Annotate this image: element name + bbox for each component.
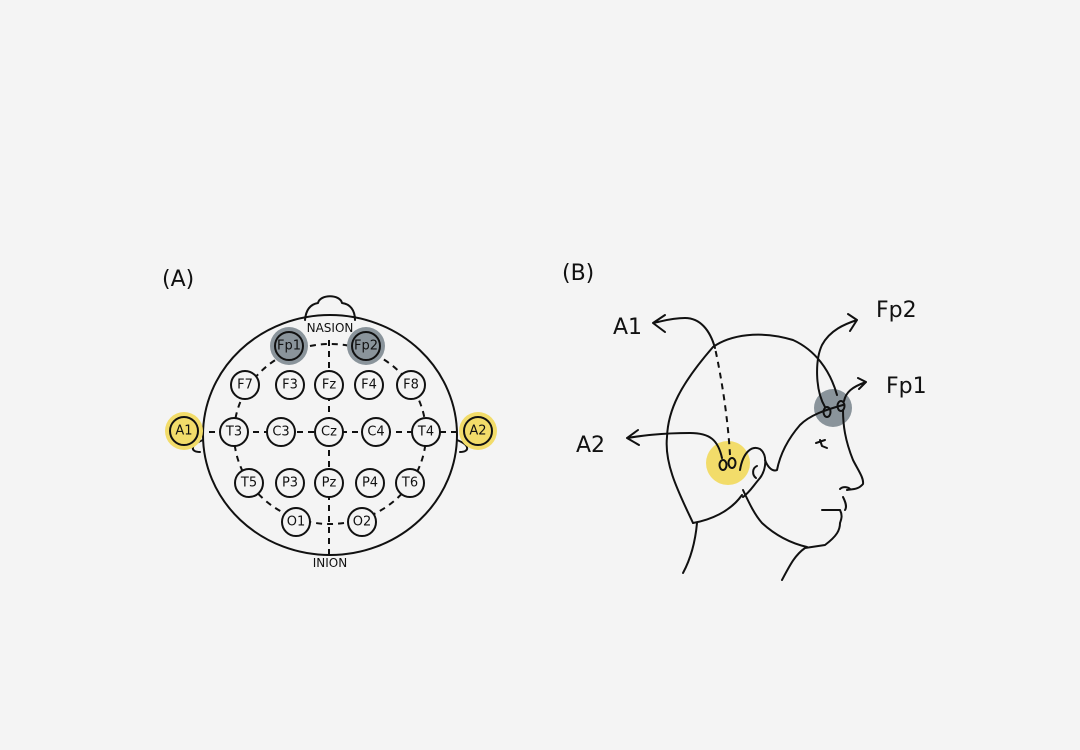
electrode-ring	[727, 457, 737, 469]
nasion-label: NASION	[307, 321, 354, 335]
a1-wire-hidden	[714, 347, 731, 456]
electrode-circle	[219, 417, 249, 447]
electrode-circle	[275, 370, 305, 400]
electrode-circle	[314, 370, 344, 400]
electrode-circle	[266, 417, 296, 447]
electrode-fz: Fz	[314, 370, 344, 400]
electrode-fp1: Fp1	[270, 327, 308, 365]
electrode-fp2: Fp2	[347, 327, 385, 365]
electrode-label: F8	[403, 378, 419, 393]
electrode-c3: C3	[266, 417, 296, 447]
fp2-label: Fp2	[876, 298, 917, 323]
electrode-label: Fp2	[354, 339, 378, 354]
fp1-label: Fp1	[886, 374, 927, 399]
electrode-circle	[347, 507, 377, 537]
a1-wire	[652, 314, 716, 349]
electrode-circle	[314, 468, 344, 498]
inner-ear	[752, 465, 758, 479]
electrode-f3: F3	[275, 370, 305, 400]
electrode-label: Fp1	[277, 339, 301, 354]
electrode-label: A2	[469, 424, 486, 439]
fp1-wire	[843, 377, 867, 402]
panel-b: (B) A1 A2 Fp2 Fp1	[562, 261, 927, 581]
a2-wire	[626, 429, 723, 459]
electrode-circle	[230, 370, 260, 400]
electrode-label: O1	[287, 515, 306, 530]
electrode-c4: C4	[361, 417, 391, 447]
electrode-label: C3	[272, 425, 289, 440]
a2-label: A2	[576, 433, 605, 458]
electrode-circle	[281, 507, 311, 537]
electrode-circle	[361, 417, 391, 447]
electrode-t6: T6	[395, 468, 425, 498]
electrode-label: P4	[362, 476, 378, 491]
electrode-label: T3	[225, 425, 242, 440]
jaw-line	[742, 489, 808, 548]
electrode-circle	[275, 468, 305, 498]
electrode-f7: F7	[230, 370, 260, 400]
electrode-circle	[411, 417, 441, 447]
nostril	[839, 486, 851, 490]
ear	[739, 447, 767, 498]
electrode-circle	[274, 331, 304, 361]
electrode-label: T5	[240, 476, 257, 491]
cap-outline	[665, 333, 838, 524]
panel-a-label: (A)	[162, 267, 194, 292]
face-profile	[781, 409, 865, 581]
a1-label: A1	[613, 315, 642, 340]
electrode-label: T4	[417, 425, 434, 440]
electrode-circle	[234, 468, 264, 498]
electrode-ring	[718, 459, 728, 471]
electrode-circle	[351, 331, 381, 361]
electrode-circle	[314, 417, 344, 447]
nose-bump	[304, 295, 356, 321]
electrode-circle	[354, 370, 384, 400]
electrode-label: F4	[361, 378, 377, 393]
electrode-label: Pz	[322, 476, 337, 491]
electrode-o1: O1	[281, 507, 311, 537]
cap-front-edge	[764, 404, 844, 472]
electrode-label: P3	[282, 476, 298, 491]
electrode-a2: A2	[459, 412, 497, 450]
electrode-label: C4	[367, 425, 384, 440]
fp2-wire	[816, 313, 858, 408]
back-neck	[682, 522, 698, 574]
electrode-p4: P4	[355, 468, 385, 498]
electrode-ring	[822, 406, 832, 418]
electrode-label: F3	[282, 378, 298, 393]
electrode-ring	[836, 400, 846, 412]
electrode-f8: F8	[396, 370, 426, 400]
electrode-circle	[395, 468, 425, 498]
cap-lower-edge	[692, 494, 743, 524]
electrode-circle	[463, 416, 493, 446]
electrode-p3: P3	[275, 468, 305, 498]
electrode-t4: T4	[411, 417, 441, 447]
eye	[815, 439, 828, 449]
electrode-a1: A1	[165, 412, 203, 450]
electrode-o2: O2	[347, 507, 377, 537]
electrode-label: T6	[401, 476, 418, 491]
electrode-label: A1	[175, 424, 192, 439]
electrode-t3: T3	[219, 417, 249, 447]
electrode-label: O2	[353, 515, 372, 530]
right-ear	[456, 439, 469, 453]
electrode-pz: Pz	[314, 468, 344, 498]
electrode-circle	[396, 370, 426, 400]
electrode-label: Fz	[322, 378, 336, 393]
electrode-circle	[169, 416, 199, 446]
electrode-circle	[355, 468, 385, 498]
electrode-f4: F4	[354, 370, 384, 400]
inion-label: INION	[313, 556, 347, 570]
electrode-label: Cz	[321, 425, 337, 440]
left-ear	[191, 439, 204, 453]
panel-b-label: (B)	[562, 261, 594, 286]
electrode-cz: Cz	[314, 417, 344, 447]
electrode-label: F7	[237, 378, 253, 393]
electrode-t5: T5	[234, 468, 264, 498]
